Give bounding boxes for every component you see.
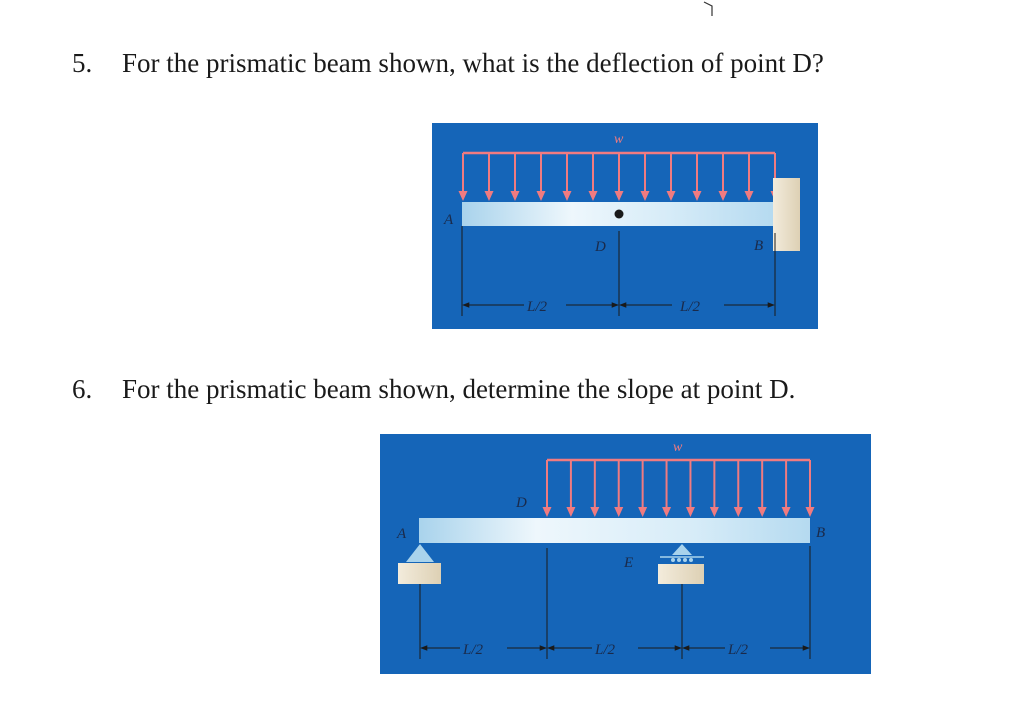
problem-6-number: 6.	[72, 374, 93, 404]
label-e: E	[623, 555, 633, 571]
load-arrow-head	[566, 507, 576, 517]
load-arrow-head	[709, 507, 719, 517]
load-arrow-head	[588, 191, 598, 201]
load-arrow-head	[484, 191, 494, 201]
load-arrow-head	[666, 191, 676, 201]
problem-6-text: For the prismatic beam shown, determine …	[122, 374, 796, 404]
label-d: D	[594, 239, 606, 255]
fixed-support-wall	[773, 178, 800, 251]
load-arrow-head	[590, 507, 600, 517]
label-b: B	[754, 238, 763, 254]
dim-label-1: L/2	[462, 642, 484, 658]
problem-6: 6. For the prismatic beam shown, determin…	[72, 374, 795, 405]
point-d-marker	[614, 209, 624, 219]
problem-5-number: 5.	[72, 48, 93, 78]
beam-figure-6: w A D E B L/2 L/2 L/2	[380, 434, 871, 674]
beam-figure-5: w A D B L/2 L/2	[432, 123, 818, 329]
label-b: B	[816, 525, 825, 541]
pin-support-a	[406, 544, 434, 562]
load-arrow-head	[685, 507, 695, 517]
load-arrow-head	[638, 507, 648, 517]
label-d: D	[515, 495, 527, 511]
load-arrow-head	[718, 191, 728, 201]
load-arrow-head	[614, 191, 624, 201]
figure-6-background	[380, 434, 871, 674]
roller-support-e	[672, 544, 692, 555]
beam	[419, 518, 810, 543]
load-arrow-head	[536, 191, 546, 201]
problem-5: 5. For the prismatic beam shown, what is …	[72, 48, 824, 79]
load-arrow-head	[692, 191, 702, 201]
load-arrow-head	[757, 507, 767, 517]
load-label-w: w	[614, 132, 624, 147]
load-arrow-head	[614, 507, 624, 517]
load-arrow-head	[744, 191, 754, 201]
pin-support-a-base	[398, 563, 441, 584]
label-a: A	[396, 526, 407, 542]
load-label-w: w	[673, 440, 683, 455]
label-a: A	[443, 212, 454, 228]
distributed-load-arrows	[542, 460, 815, 517]
problem-5-text: For the prismatic beam shown, what is th…	[122, 48, 824, 78]
load-arrow-head	[640, 191, 650, 201]
load-arrow-head	[662, 507, 672, 517]
load-arrow-head	[805, 507, 815, 517]
load-arrow-head	[781, 507, 791, 517]
roller-support-e-rollers	[671, 558, 693, 562]
load-arrow-head	[562, 191, 572, 201]
load-arrow-head	[510, 191, 520, 201]
load-arrow-head	[542, 507, 552, 517]
dim-label-right: L/2	[679, 299, 701, 315]
stray-mark-icon	[703, 1, 713, 16]
dim-label-left: L/2	[526, 299, 548, 315]
load-arrow-head	[733, 507, 743, 517]
dim-label-2: L/2	[594, 642, 616, 658]
roller-support-e-base	[658, 564, 704, 584]
load-arrow-head	[458, 191, 468, 201]
dim-label-3: L/2	[727, 642, 749, 658]
